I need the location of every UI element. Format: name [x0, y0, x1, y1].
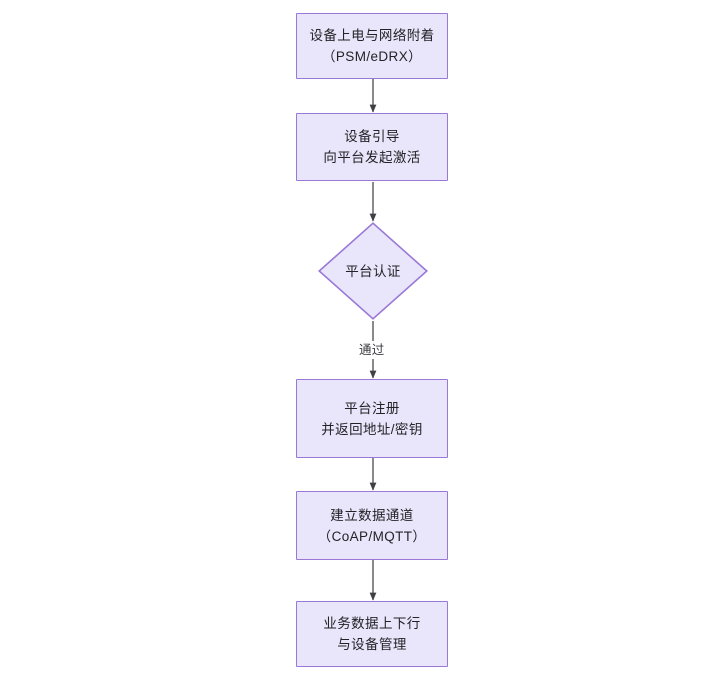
node-service-data-line-1: 业务数据上下行: [323, 616, 421, 631]
node-data-channel-line-2: （CoAP/MQTT）: [317, 528, 427, 544]
node-platform-register[interactable]: 平台注册 并返回地址/密钥: [296, 379, 448, 458]
node-bootstrap-line-1: 设备引导: [344, 129, 400, 144]
node-service-data-line-2: 与设备管理: [337, 637, 407, 652]
node-data-channel[interactable]: 建立数据通道 （CoAP/MQTT）: [296, 491, 448, 560]
node-bootstrap-line-2: 向平台发起激活: [323, 150, 421, 165]
diamond-shape: [318, 222, 428, 320]
node-service-data[interactable]: 业务数据上下行 与设备管理: [296, 601, 448, 667]
node-platform-auth-label: 平台认证: [345, 263, 401, 279]
node-platform-register-line-1: 平台注册: [344, 400, 400, 416]
node-bootstrap[interactable]: 设备引导 向平台发起激活: [296, 113, 448, 181]
node-platform-register-line-2: 并返回地址/密钥: [321, 421, 423, 437]
node-power-on[interactable]: 设备上电与网络附着 （PSM/eDRX）: [296, 13, 448, 79]
node-power-on-line-2: （PSM/eDRX）: [321, 49, 423, 64]
edge-label-pass: 通过: [357, 341, 387, 359]
node-platform-auth[interactable]: 平台认证: [318, 222, 428, 320]
node-data-channel-line-1: 建立数据通道: [330, 507, 414, 523]
node-power-on-line-1: 设备上电与网络附着: [309, 28, 435, 43]
